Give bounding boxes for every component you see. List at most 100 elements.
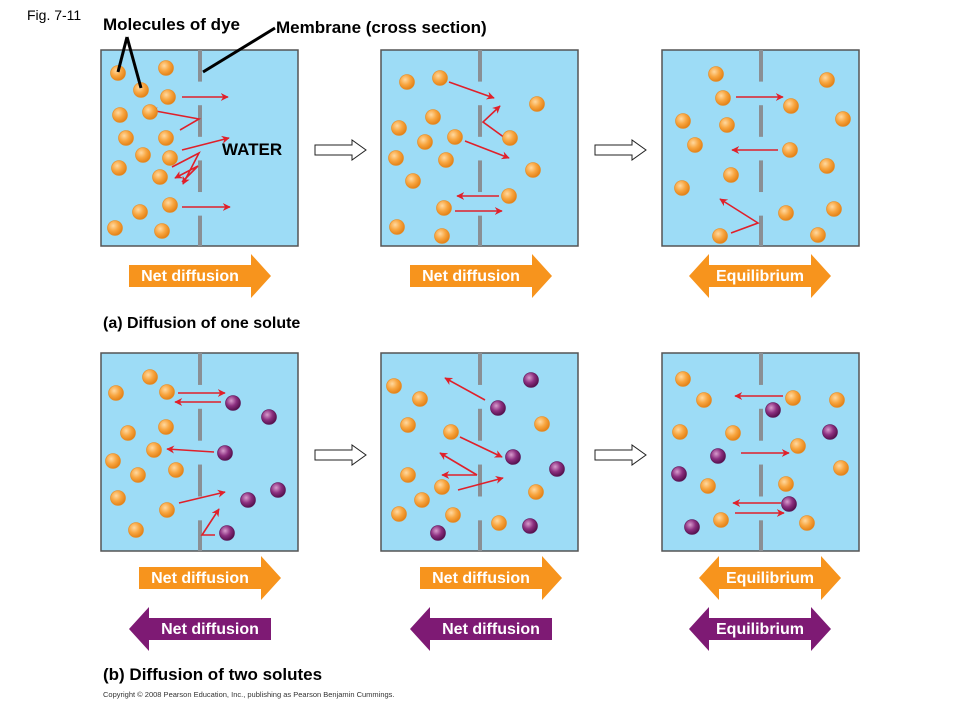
movement-arrow xyxy=(719,198,760,234)
molecules-callout: Molecules of dye xyxy=(103,15,240,34)
dye-molecule-orange xyxy=(810,227,826,243)
transition-arrow-icon xyxy=(594,139,647,161)
banner-b-orange-2-label: Net diffusion xyxy=(432,570,530,587)
dye-molecule-orange xyxy=(445,507,461,523)
dye-molecule-orange xyxy=(534,416,550,432)
movement-arrow xyxy=(181,135,230,151)
banner-b-orange-1-shape xyxy=(139,556,281,600)
dye-molecule-orange xyxy=(118,130,134,146)
dye-molecule-orange xyxy=(725,425,741,441)
movement-arrow xyxy=(444,377,486,401)
dye-molecule-orange xyxy=(778,205,794,221)
movement-arrow xyxy=(457,475,504,491)
dye-molecule-orange xyxy=(159,502,175,518)
dye-molecule-purple xyxy=(225,395,241,411)
dye-molecule-orange xyxy=(833,460,849,476)
dye-molecule-purple xyxy=(684,519,700,535)
dye-molecule-orange xyxy=(696,392,712,408)
dye-molecule-orange xyxy=(417,134,433,150)
dye-molecule-orange xyxy=(412,391,428,407)
dye-molecule-orange xyxy=(835,111,851,127)
dye-molecule-orange xyxy=(112,107,128,123)
dye-molecule-orange xyxy=(108,385,124,401)
dye-molecule-orange xyxy=(135,147,151,163)
dye-molecule-orange xyxy=(432,70,448,86)
dye-molecule-purple xyxy=(240,492,256,508)
banner-b-purple-2: Net diffusion xyxy=(410,607,552,651)
dye-molecule-orange xyxy=(675,113,691,129)
dye-molecule-orange xyxy=(672,424,688,440)
panel-b-stage-1 xyxy=(100,352,299,552)
dye-molecule-orange xyxy=(501,188,517,204)
panel-a-stage-3 xyxy=(661,49,860,247)
banner-a-3-label: Equilibrium xyxy=(716,268,804,285)
dye-molecule-orange xyxy=(785,390,801,406)
dye-molecule-orange xyxy=(389,219,405,235)
dye-molecule-orange xyxy=(154,223,170,239)
dye-molecule-orange xyxy=(723,167,739,183)
banner-b-purple-1-label: Net diffusion xyxy=(161,621,259,638)
dye-molecule-orange xyxy=(130,467,146,483)
dye-molecule-orange xyxy=(819,158,835,174)
dye-molecule-orange xyxy=(107,220,123,236)
dye-molecule-orange xyxy=(529,96,545,112)
dye-molecule-purple xyxy=(765,402,781,418)
dye-molecule-orange xyxy=(447,129,463,145)
dye-molecule-orange xyxy=(405,173,421,189)
dye-molecule-purple xyxy=(822,424,838,440)
banner-b-purple-1-shape xyxy=(129,607,271,651)
dye-molecule-orange xyxy=(491,515,507,531)
transition-arrows xyxy=(314,139,647,466)
banner-a-1-label: Net diffusion xyxy=(141,268,239,285)
dye-molecule-orange xyxy=(715,90,731,106)
dye-molecule-purple xyxy=(523,372,539,388)
dye-molecule-orange xyxy=(386,378,402,394)
banner-a-3: Equilibrium xyxy=(689,254,831,298)
dye-molecule-purple xyxy=(261,409,277,425)
dye-molecule-purple xyxy=(522,518,538,534)
movement-arrow xyxy=(178,489,226,504)
banner-b-purple-3-shape xyxy=(689,607,831,651)
dye-molecule-purple xyxy=(781,496,797,512)
dye-molecule-orange xyxy=(502,130,518,146)
dye-molecule-orange xyxy=(708,66,724,82)
banner-a-2-label: Net diffusion xyxy=(422,268,520,285)
banner-a-2: Net diffusion xyxy=(410,254,552,298)
movement-arrow xyxy=(166,445,215,454)
dye-molecule-orange xyxy=(142,104,158,120)
banner-b-orange-3: Equilibrium xyxy=(699,556,841,600)
dye-molecule-orange xyxy=(434,228,450,244)
caption-a: (a) Diffusion of one solute xyxy=(103,315,300,332)
callout-lines xyxy=(116,26,276,89)
panel-b-stage-2 xyxy=(380,352,579,552)
banner-a-3-shape xyxy=(689,254,831,298)
water-chamber xyxy=(661,352,860,552)
dye-molecule-orange xyxy=(674,180,690,196)
dye-molecule-orange xyxy=(525,162,541,178)
panels xyxy=(100,49,860,552)
dye-molecule-orange xyxy=(162,197,178,213)
dye-molecule-purple xyxy=(270,482,286,498)
figure-label: Fig. 7-11 xyxy=(27,7,81,23)
dye-molecule-orange xyxy=(160,89,176,105)
dye-molecule-orange xyxy=(132,204,148,220)
dye-molecule-orange xyxy=(778,476,794,492)
dye-molecule-purple xyxy=(505,449,521,465)
banner-a-1-shape xyxy=(129,254,271,298)
banner-b-orange-2: Net diffusion xyxy=(420,556,562,600)
banner-b-purple-3-label: Equilibrium xyxy=(716,621,804,638)
dye-molecule-orange xyxy=(128,522,144,538)
dye-molecule-orange xyxy=(799,515,815,531)
banner-b-purple-2-label: Net diffusion xyxy=(442,621,540,638)
panel-b-stage-3 xyxy=(661,352,860,552)
dye-molecule-orange xyxy=(110,490,126,506)
dye-molecule-orange xyxy=(159,384,175,400)
dye-molecule-orange xyxy=(111,160,127,176)
transition-arrow-icon xyxy=(594,444,647,466)
dye-molecule-purple xyxy=(217,445,233,461)
dye-molecule-orange xyxy=(436,200,452,216)
panel-a-stage-1 xyxy=(100,49,299,247)
caption-b: (b) Diffusion of two solutes xyxy=(103,665,322,684)
